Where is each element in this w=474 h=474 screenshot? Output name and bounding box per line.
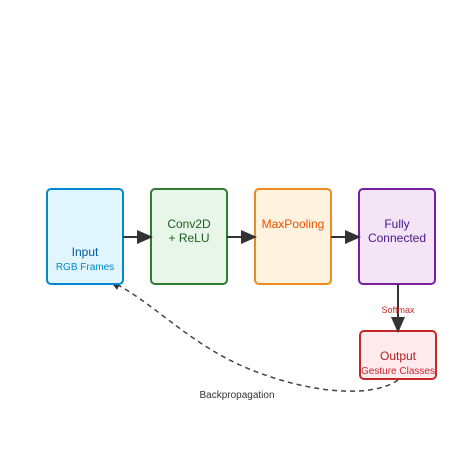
maxpooling-node xyxy=(254,188,332,285)
softmax-label: Softmax xyxy=(381,305,415,315)
backpropagation-label: Backpropagation xyxy=(199,390,274,401)
backpropagation-arrow xyxy=(110,280,399,392)
relu-label: + ReLU xyxy=(168,231,209,245)
conv2d-label: Conv2D xyxy=(167,217,211,231)
output-node-subtitle: Gesture Classes xyxy=(361,366,435,377)
output-node-title: Output xyxy=(380,349,417,363)
input-node-subtitle: RGB Frames xyxy=(56,262,114,273)
connected-label: Connected xyxy=(368,231,426,245)
fully-label: Fully xyxy=(384,217,409,231)
input-node-title: Input xyxy=(72,245,99,259)
maxpooling-label: MaxPooling xyxy=(262,217,325,231)
